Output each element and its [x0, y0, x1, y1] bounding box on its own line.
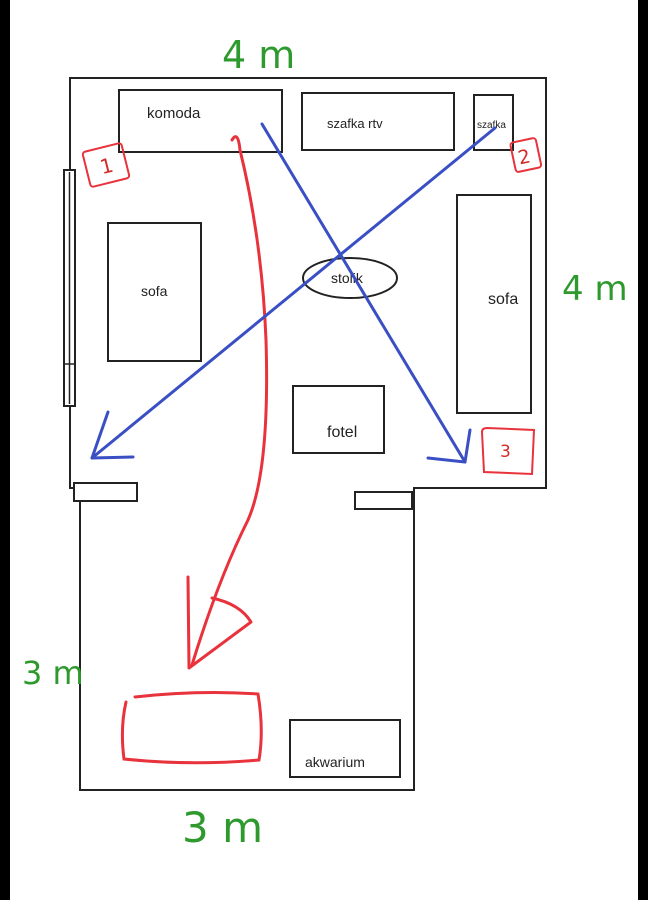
door-right	[354, 491, 413, 510]
sofa-right-box	[456, 194, 532, 414]
marker-3: 3	[480, 426, 536, 476]
marker-2: 2	[509, 137, 543, 173]
szafka-rtv-box	[301, 92, 455, 151]
red-target-box	[120, 691, 263, 765]
blue-arrow-1-line	[260, 122, 467, 464]
akwarium-label: akwarium	[305, 754, 365, 770]
dimension-left: 3 m	[22, 654, 84, 692]
red-path-arrowhead	[186, 575, 253, 670]
svg-text:1: 1	[98, 153, 116, 179]
svg-text:3: 3	[500, 442, 511, 462]
akwarium-box	[289, 719, 401, 778]
blue-arrow-2-head	[90, 410, 135, 460]
blue-arrow-2-line	[90, 126, 497, 460]
fotel-box	[292, 385, 385, 454]
sofa-left-label: sofa	[141, 283, 168, 299]
door-left	[73, 482, 138, 502]
dimension-right: 4 m	[562, 269, 628, 309]
blue-arrow-1-head	[426, 428, 472, 464]
stolik-ellipse	[302, 257, 398, 299]
szafka-label: szafka	[477, 120, 506, 131]
sofa-right-label: sofa	[488, 291, 518, 308]
red-path-line	[190, 135, 269, 667]
dimension-top: 4 m	[222, 33, 295, 77]
fotel-label: fotel	[327, 424, 357, 441]
sofa-left-box	[107, 222, 202, 362]
komoda-box	[118, 89, 283, 153]
szafka-box	[473, 94, 514, 151]
room-outline	[69, 77, 547, 791]
svg-text:2: 2	[516, 145, 532, 169]
szafka-rtv-label: szafka rtv	[327, 116, 383, 131]
marker-1: 1	[81, 142, 131, 188]
komoda-label: komoda	[147, 105, 201, 122]
dimension-bottom: 3 m	[182, 803, 263, 852]
